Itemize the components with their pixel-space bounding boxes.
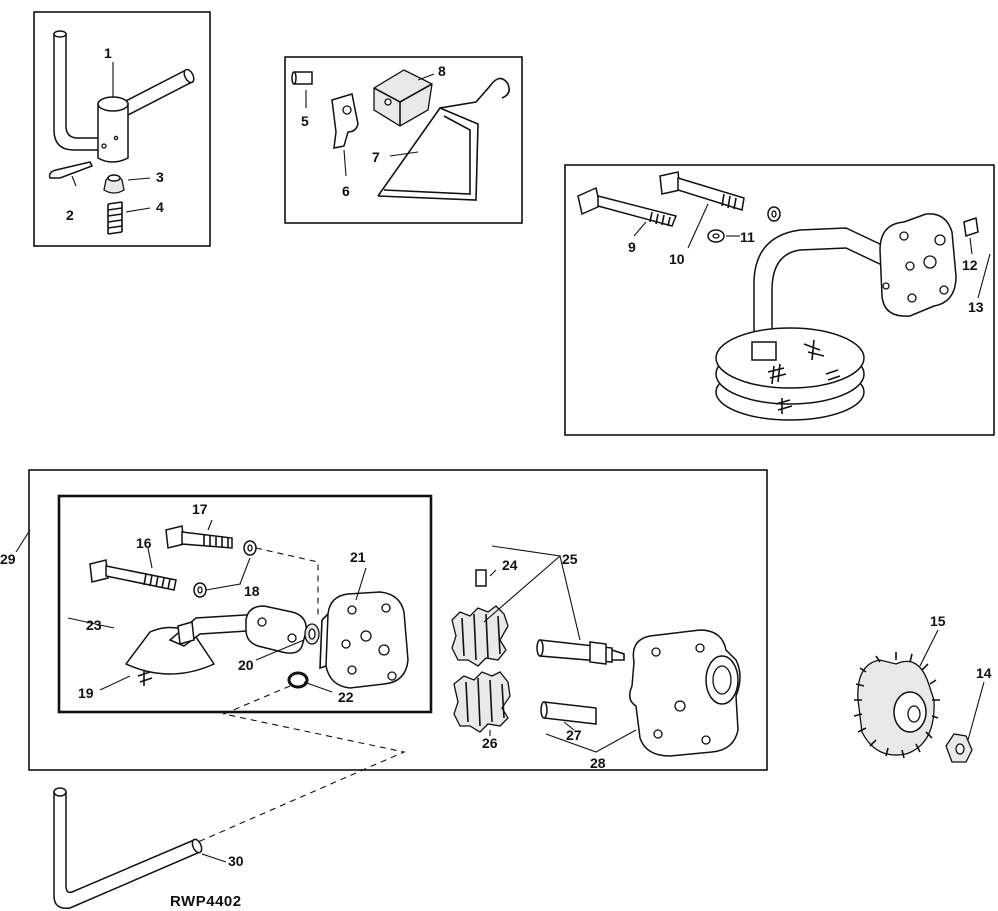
panel-oil-pump: 17 16 18 23 19 20 21 22 24 25 26 27 28 2… <box>0 469 768 843</box>
tube-fitting <box>97 103 129 163</box>
callout-10: 10 <box>669 251 685 267</box>
callout-26: 26 <box>482 735 498 751</box>
crossover-tube <box>118 68 194 118</box>
dipstick-blade <box>377 107 479 201</box>
oil-return-tube: 30 <box>53 787 244 909</box>
callout-27: 27 <box>566 727 582 743</box>
dowel-pin <box>475 569 487 587</box>
short-cap-screw <box>659 171 745 211</box>
pump-cap-screw-short <box>165 525 233 549</box>
callout-19: 19 <box>78 685 94 701</box>
driven-gear <box>453 671 511 733</box>
pump-strainer <box>124 613 263 686</box>
o-ring-seal <box>287 671 309 689</box>
panel-d-inner-frame <box>57 494 433 714</box>
callout-6: 6 <box>342 183 350 199</box>
panel-dipstick-tube: 1 2 3 4 <box>33 11 211 247</box>
callout-1: 1 <box>104 45 112 61</box>
pump-body <box>629 629 741 757</box>
drive-gear <box>451 605 509 667</box>
callout-2: 2 <box>66 207 74 223</box>
callout-25: 25 <box>562 551 578 567</box>
pump-inlet-flange <box>245 605 307 654</box>
callout-3: 3 <box>156 169 164 185</box>
callout-13: 13 <box>968 299 984 315</box>
callout-28: 28 <box>590 755 606 771</box>
idler-shaft <box>543 701 597 725</box>
panel-dipstick: 5 6 7 8 <box>284 56 523 224</box>
callout-17: 17 <box>192 501 208 517</box>
callout-21: 21 <box>350 549 366 565</box>
callout-4: 4 <box>156 199 164 215</box>
dipstick-tube <box>53 33 105 151</box>
cotter-pin <box>48 161 94 179</box>
set-screw <box>963 217 979 237</box>
dipstick-rod <box>377 77 510 197</box>
callout-29: 29 <box>0 551 16 567</box>
callout-9: 9 <box>628 239 636 255</box>
figure-code: RWP4402 <box>170 893 242 910</box>
callout-18: 18 <box>244 583 260 599</box>
callout-20: 20 <box>238 657 254 673</box>
dipstick-block <box>373 69 433 127</box>
panel-c-frame <box>564 164 995 436</box>
callout-8: 8 <box>438 63 446 79</box>
long-cap-screw <box>577 186 678 227</box>
panel-b-frame <box>284 56 523 224</box>
callout-5: 5 <box>301 113 309 129</box>
callout-12: 12 <box>962 257 978 273</box>
pump-cap-screw-long <box>89 559 177 591</box>
retaining-clip <box>331 93 359 149</box>
pickup-flange <box>879 213 957 317</box>
callout-14: 14 <box>976 665 992 681</box>
callout-11: 11 <box>740 229 755 245</box>
drive-gear-assembly: 15 14 <box>853 613 992 763</box>
panel-oil-pickup: 9 10 11 12 13 <box>564 164 995 436</box>
callout-30: 30 <box>228 853 244 869</box>
callout-16: 16 <box>136 535 152 551</box>
panel-a-frame <box>33 11 211 247</box>
oil-strainer-screen <box>715 327 865 421</box>
callout-23: 23 <box>86 617 102 633</box>
callout-24: 24 <box>502 557 518 573</box>
spring <box>107 201 123 235</box>
hex-nut <box>945 733 973 763</box>
callout-7: 7 <box>372 149 380 165</box>
drive-shaft <box>536 639 625 665</box>
callout-15: 15 <box>930 613 946 629</box>
callout-22: 22 <box>338 689 354 705</box>
panel-d-frame <box>28 469 768 771</box>
pump-drive-gear <box>853 652 940 759</box>
